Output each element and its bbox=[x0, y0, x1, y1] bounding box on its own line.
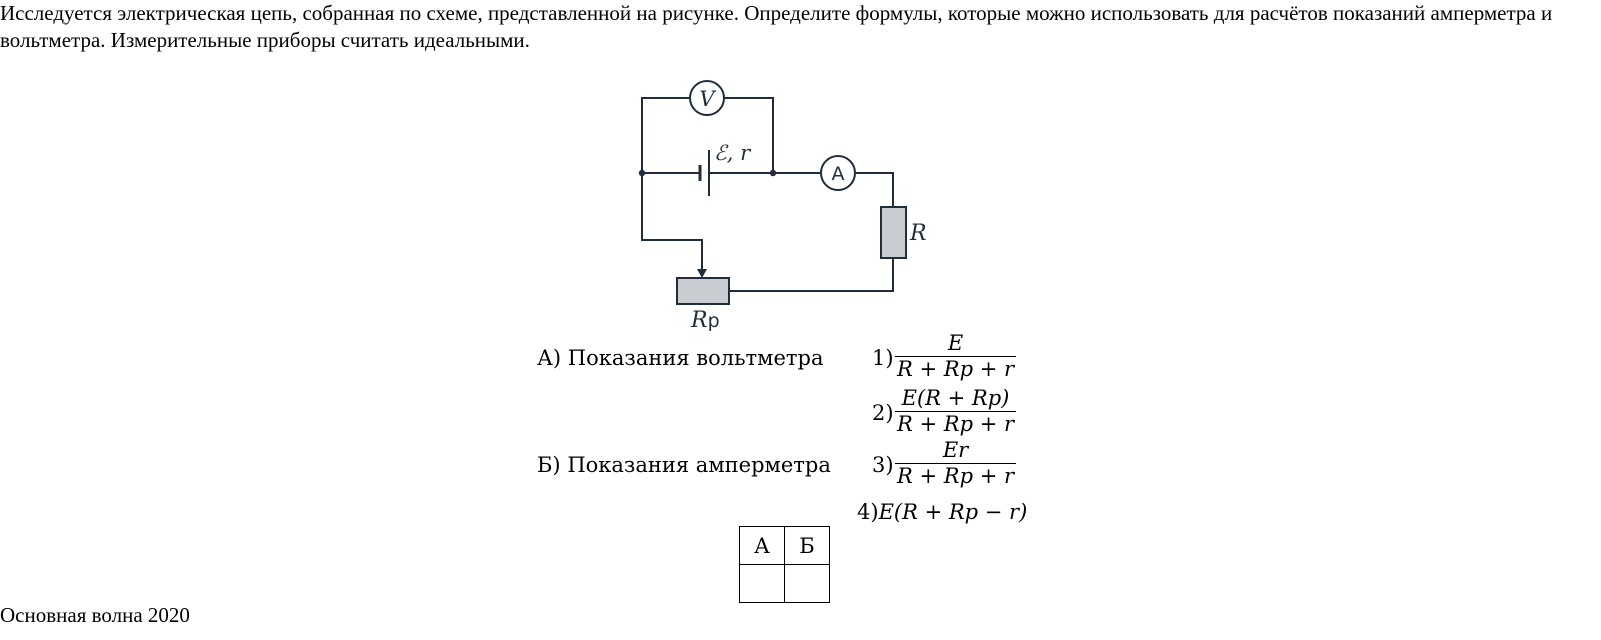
formula-3-denominator: R + Rp + r bbox=[897, 464, 1014, 488]
bottom-wire bbox=[729, 258, 894, 292]
voltmeter bbox=[689, 80, 725, 116]
resistor bbox=[880, 206, 907, 259]
formula-2-numerator: E(R + Rp) bbox=[895, 386, 1016, 412]
ammeter bbox=[820, 155, 856, 191]
quantity-a-letter: А) bbox=[537, 346, 562, 370]
formula-4-expression: E(R + Rp − r) bbox=[878, 500, 1028, 524]
voltmeter-wire-right bbox=[724, 97, 774, 173]
formula-3-numerator: Er bbox=[895, 438, 1016, 464]
answer-cell-b[interactable] bbox=[784, 564, 830, 603]
quantity-b-letter: Б) bbox=[537, 453, 561, 477]
formula-2: E(R + Rp) R + Rp + r bbox=[895, 386, 1016, 437]
source-label: ℰ, r bbox=[714, 141, 752, 165]
ammeter-label: A bbox=[832, 163, 845, 185]
junction-dot-right bbox=[769, 169, 777, 177]
rheostat-label: Rp bbox=[690, 308, 720, 333]
formula-1-denominator: R + Rp + r bbox=[897, 357, 1014, 381]
formula-2-number: 2) bbox=[872, 401, 894, 425]
answer-cell-a[interactable] bbox=[739, 564, 785, 603]
voltmeter-label: V bbox=[699, 87, 716, 111]
formula-3: Er R + Rp + r bbox=[895, 438, 1016, 489]
formula-3-number: 3) bbox=[872, 453, 894, 477]
voltmeter-wire bbox=[641, 97, 690, 173]
ammeter-wire-right bbox=[855, 172, 894, 207]
answer-table: А Б bbox=[739, 526, 830, 603]
answer-header-a: А bbox=[739, 526, 785, 565]
quantity-a: А) Показания вольтметра bbox=[537, 346, 824, 370]
slider-arrow bbox=[697, 269, 707, 278]
formula-4: 4)E(R + Rp − r) bbox=[857, 500, 1027, 524]
formula-1-number: 1) bbox=[872, 346, 894, 370]
formula-1: E R + Rp + r bbox=[895, 331, 1016, 382]
slider-wire bbox=[641, 173, 703, 272]
rheostat bbox=[676, 277, 730, 305]
quantity-b: Б) Показания амперметра bbox=[537, 453, 831, 477]
junction-dot-left bbox=[638, 169, 646, 177]
quantity-a-text: Показания вольтметра bbox=[567, 346, 824, 370]
source-note: Основная волна 2020 bbox=[0, 603, 190, 627]
question-text: Исследуется электрическая цепь, собранна… bbox=[0, 1, 1553, 52]
quantity-b-text: Показания амперметра bbox=[567, 453, 831, 477]
resistor-label: R bbox=[909, 221, 927, 246]
formula-1-numerator: E bbox=[895, 331, 1016, 357]
formula-4-number: 4) bbox=[857, 500, 879, 524]
answer-header-b: Б bbox=[784, 526, 830, 565]
formula-2-denominator: R + Rp + r bbox=[897, 412, 1014, 436]
circuit-diagram: V A ℰ, r R Rp bbox=[638, 80, 927, 333]
